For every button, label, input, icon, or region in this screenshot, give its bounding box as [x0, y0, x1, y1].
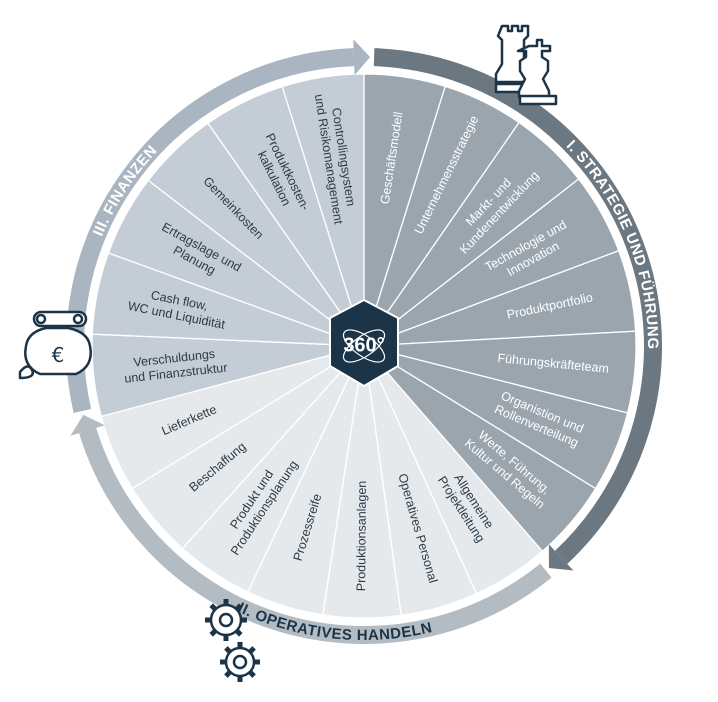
hub-label: 360° [343, 334, 384, 356]
ring-arrow-strategy [548, 544, 574, 571]
segment-produktionsanlagen-label: Produktionsanlagen [354, 481, 369, 592]
svg-text:€: € [52, 343, 65, 367]
ring-arc-strategy [373, 48, 662, 564]
ring-arrow-finance [353, 39, 371, 76]
hub-hexagon [329, 298, 399, 388]
gears-icon [205, 599, 260, 682]
money-bag-icon: € [18, 310, 92, 380]
segment-produktionsanlagen-label-line: Produktionsanlagen [354, 481, 369, 592]
ring-arrow-operations [70, 414, 105, 436]
center-hub: 360° [329, 298, 399, 388]
segment-controllingsystem-und-risikomanagement [281, 73, 365, 319]
hub-orbit-2 [342, 329, 386, 363]
hub-orbit-1 [342, 329, 386, 363]
ring-arc-operations [79, 427, 552, 644]
chess-pieces-icon [494, 24, 558, 106]
